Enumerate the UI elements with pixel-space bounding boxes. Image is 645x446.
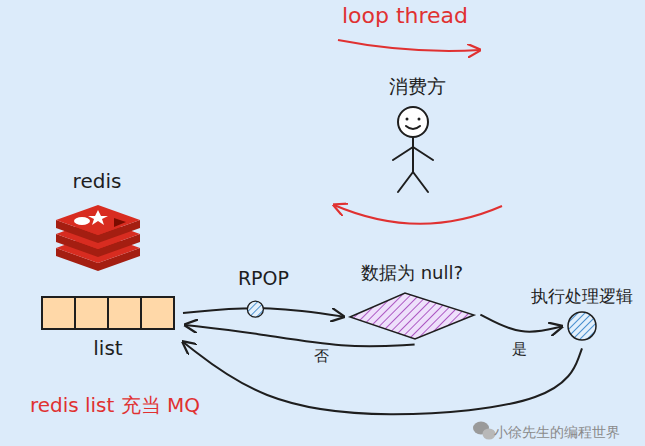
loop-arrow <box>334 205 502 224</box>
drawing-part <box>413 172 428 192</box>
list-cells <box>41 296 175 330</box>
watermark: 小徐先生的编程世界 <box>494 424 620 441</box>
list-cell <box>141 297 174 329</box>
drawing-part <box>412 137 414 172</box>
loop-arrow <box>338 40 480 51</box>
drawing-part <box>398 107 428 137</box>
node-label: 数据为 null? <box>361 262 463 284</box>
actor-label: 消费方 <box>389 75 446 98</box>
drawing-part <box>413 147 433 160</box>
drawing-part <box>74 217 90 225</box>
connector <box>185 325 415 346</box>
drawing-part <box>114 218 126 227</box>
drawing-part <box>393 147 413 160</box>
list-cell <box>108 297 141 329</box>
message-dot <box>247 301 263 317</box>
list-node: list <box>41 296 175 360</box>
drawing-part <box>406 118 409 121</box>
redis-logo <box>56 205 140 271</box>
circle-outline <box>568 312 596 340</box>
node-label: list <box>93 336 122 360</box>
node-label: 执行处理逻辑 <box>531 286 633 306</box>
title-note: loop thread <box>342 3 468 29</box>
edge-label: 是 <box>509 340 530 358</box>
drawing-part <box>398 172 413 192</box>
decision-diamond <box>347 290 477 342</box>
diamond-outline <box>350 293 474 339</box>
drawing-part <box>483 429 496 440</box>
drawing-part <box>406 126 420 129</box>
circle-node: 执行处理逻辑 <box>527 286 637 342</box>
edge-label: RPOP <box>235 267 292 290</box>
drawing-part <box>418 118 421 121</box>
process-circle <box>566 310 598 342</box>
diamond-node: 数据为 null? <box>347 262 477 342</box>
drawing-part <box>56 205 140 235</box>
list-cell <box>75 297 108 329</box>
edge-label: 否 <box>311 347 332 365</box>
connector <box>480 315 562 332</box>
wechat-icon <box>473 422 496 440</box>
logo-label: redis <box>73 169 122 193</box>
drawing-part <box>88 210 108 225</box>
caption-note: redis list 充当 MQ <box>30 393 200 417</box>
list-cell <box>42 297 75 329</box>
consumer-figure <box>393 107 433 192</box>
